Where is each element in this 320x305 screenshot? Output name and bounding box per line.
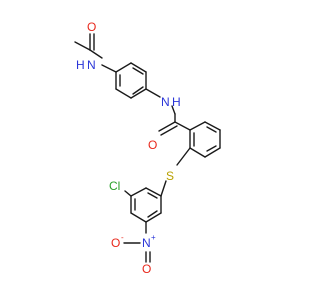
atom-o-acetyl: O xyxy=(87,20,96,34)
atom-o-nitro-bottom: O xyxy=(142,262,151,276)
charge-minus: - xyxy=(121,233,124,242)
atom-n-nitro: N xyxy=(142,236,151,250)
atom-o-nitro-left: O xyxy=(111,236,120,250)
structure-canvas: O N H N H O S Cl N + O - O xyxy=(74,20,221,276)
atom-h-amide: H xyxy=(172,95,181,109)
molecule-diagram: O N H N H O S Cl N + O - O xyxy=(74,20,221,276)
atom-s: S xyxy=(166,169,174,183)
charge-plus: + xyxy=(151,233,156,242)
atom-labels: O N H N H O S Cl N + O - O xyxy=(76,20,181,276)
atom-cl: Cl xyxy=(109,179,120,193)
bond-lines xyxy=(74,33,221,263)
atom-n-amino: N xyxy=(87,58,96,72)
atom-o-amide: O xyxy=(148,138,157,152)
atom-n-amide: N xyxy=(161,95,170,109)
atom-h-amino: H xyxy=(76,58,85,72)
